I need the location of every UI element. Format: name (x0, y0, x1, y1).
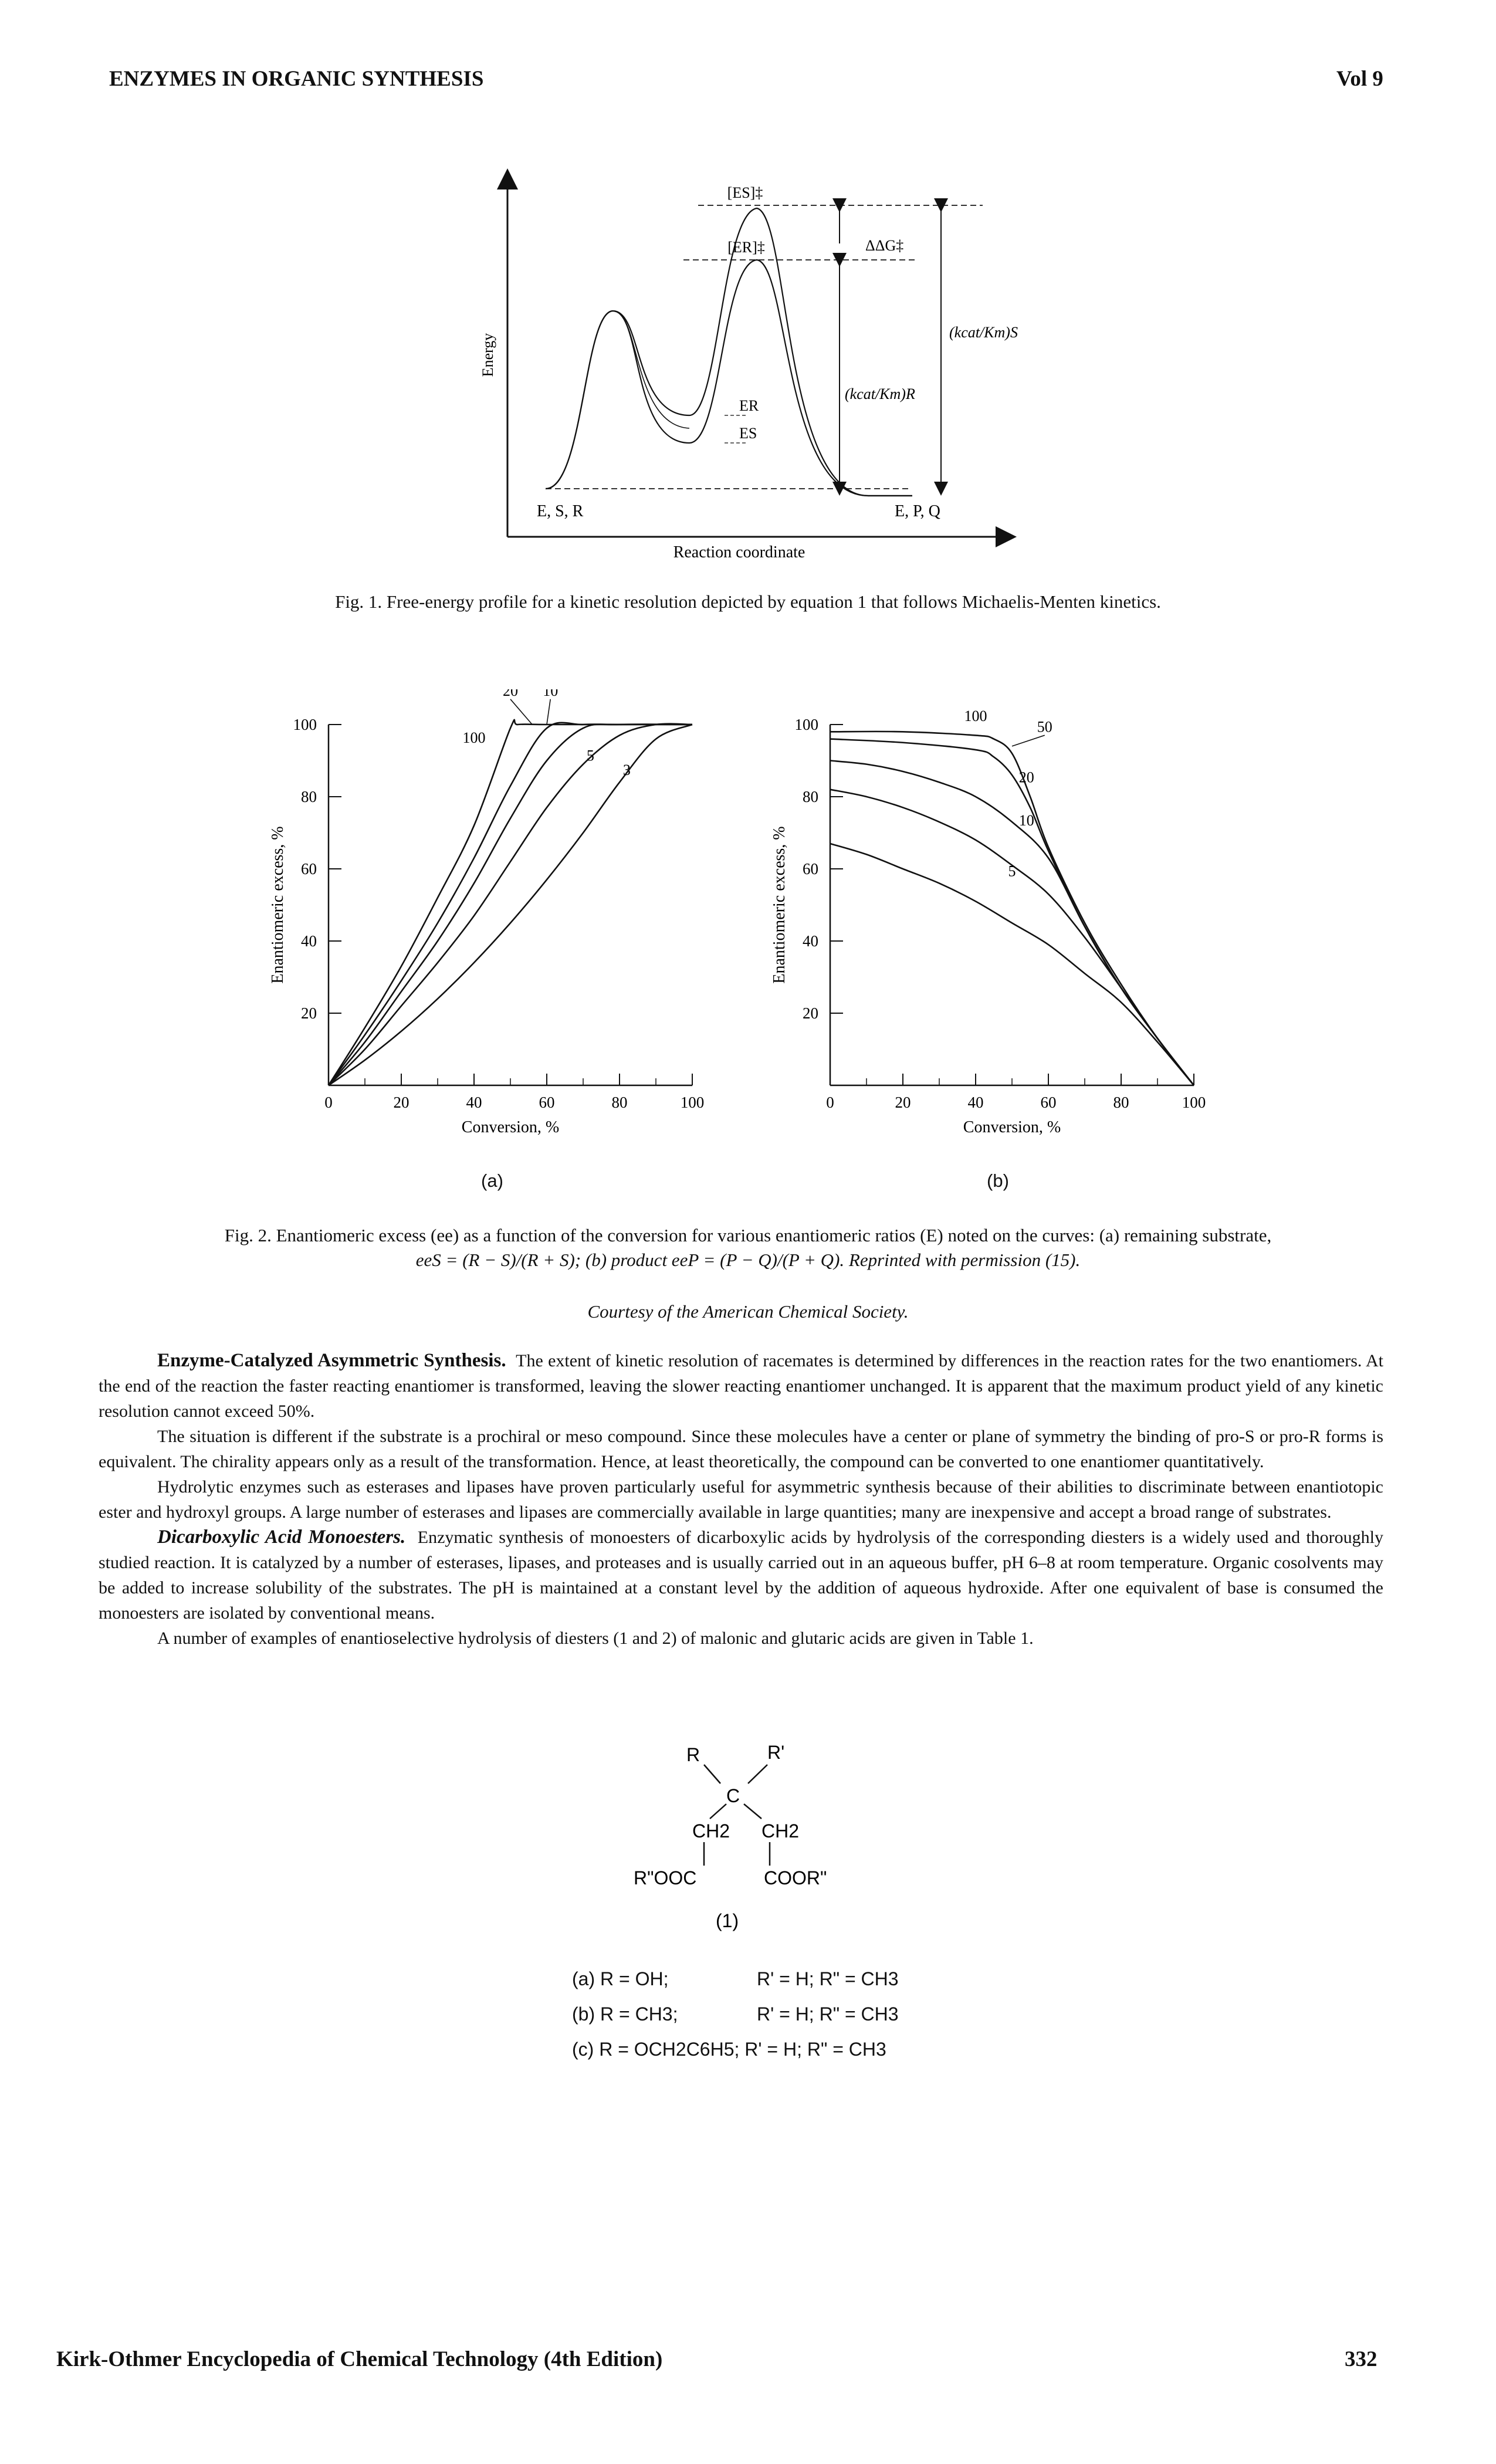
y-tick-label: 40 (803, 932, 818, 950)
y-tick-label: 80 (803, 788, 818, 805)
x-tick-label: 20 (895, 1094, 911, 1111)
panel-b-label: (b) (987, 1170, 1009, 1191)
y-tick-label: 80 (301, 788, 317, 805)
y-tick-label: 40 (301, 932, 317, 950)
series-label-E-5: 5 (1008, 862, 1016, 879)
paragraph-5: A number of examples of enantioselective… (157, 1629, 1034, 1648)
figure-1-energy-diagram: Energy Reaction coordinate [ES]‡ [ER]‡ Δ… (479, 168, 1018, 561)
x-tick-label: 0 (826, 1094, 834, 1111)
y-tick-label: 60 (803, 860, 818, 878)
courtesy-note: Courtesy of the American Chemical Societ… (587, 1301, 909, 1322)
compound-number: (1) (716, 1910, 739, 1931)
x-tick-label: 60 (1041, 1094, 1057, 1111)
section-heading-monoesters: Dicarboxylic Acid Monoesters. (157, 1527, 406, 1548)
variant-b-substituents: R' = H; R" = CH3 (757, 2003, 899, 2025)
x-tick-label: 80 (612, 1094, 628, 1111)
series-label-E-3: 3 (623, 761, 631, 779)
figure-2-caption: Fig. 2. Enantiomeric excess (ee) as a fu… (147, 1223, 1349, 1272)
structure-1-diagram: R R' C CH2 CH2 R"OOC COOR" (1) (634, 1742, 827, 1931)
structure-variant-a: (a) R = OH; R' = H; R" = CH3 (572, 1968, 899, 1990)
x-tick-label: 60 (539, 1094, 555, 1111)
kcat-km-r-label: (kcat/Km)R (845, 385, 915, 402)
y-tick-label: 100 (795, 716, 819, 733)
paragraph-4-text: Enzymatic synthesis of monoesters of dic… (99, 1528, 1384, 1623)
series-label-leader-E-20 (510, 699, 533, 725)
delta-delta-g-label: ΔΔG‡ (865, 237, 903, 254)
right-ester-group: COOR" (764, 1867, 827, 1888)
substituent-r: R (686, 1744, 700, 1765)
series-label-E-20: 20 (1019, 769, 1034, 786)
running-header-volume: Vol 9 (1336, 67, 1383, 91)
series-label-E-100: 100 (964, 708, 987, 725)
series-label-E-20: 20 (503, 689, 518, 699)
series-line-E-20 (327, 722, 692, 1086)
series-line-E-5 (328, 723, 693, 1086)
series-line-E-100 (327, 719, 692, 1086)
kcat-km-s-label: (kcat/Km)S (949, 324, 1018, 341)
left-ester-group: R"OOC (634, 1867, 696, 1888)
series-line-E-100 (830, 730, 1195, 1086)
x-tick-label: 100 (681, 1094, 705, 1111)
x-tick-label: 80 (1113, 1094, 1129, 1111)
variant-b-r: (b) R = CH3; (572, 2003, 678, 2025)
substituent-r-prime: R' (767, 1742, 784, 1763)
series-line-E-5 (830, 842, 1194, 1086)
series-label-E-10: 10 (543, 689, 558, 699)
x-tick-label: 100 (1182, 1094, 1206, 1111)
reactants-label: E, S, R (537, 502, 584, 520)
y-tick-label: 60 (301, 860, 317, 878)
figure-1-caption: Fig. 1. Free-energy profile for a kineti… (335, 591, 1161, 612)
es-transition-state-label: [ES]‡ (727, 184, 763, 201)
er-transition-state-label: [ER]‡ (727, 239, 765, 256)
figure-2-caption-line-1: Fig. 2. Enantiomeric excess (ee) as a fu… (224, 1225, 1272, 1245)
paragraph-4: Dicarboxylic Acid Monoesters. Enzymatic … (99, 1525, 1383, 1626)
series-label-leader-E-10 (546, 699, 551, 725)
series-line-E-50 (830, 738, 1195, 1086)
er-intermediate-label: ER (739, 397, 759, 414)
x-tick-label: 20 (394, 1094, 409, 1111)
footer-source-title: Kirk-Othmer Encyclopedia of Chemical Tec… (56, 2347, 663, 2371)
x-tick-label: 40 (968, 1094, 984, 1111)
running-header-title: ENZYMES IN ORGANIC SYNTHESIS (109, 67, 484, 91)
y-tick-label: 20 (803, 1004, 818, 1022)
x-axis-label: Conversion, % (462, 1118, 559, 1136)
x-tick-label: 0 (324, 1094, 333, 1111)
y-axis-label: Enantiomeric excess, % (270, 826, 287, 983)
series-line-E-10 (328, 723, 693, 1086)
series-label-E-50: 50 (1037, 718, 1052, 735)
series-line-E-3 (328, 723, 693, 1087)
series-label-leader-E-50 (1011, 735, 1045, 747)
article-body: Enzyme-Catalyzed Asymmetric Synthesis. T… (99, 1348, 1383, 1651)
paragraph-2: The situation is different if the substr… (99, 1427, 1383, 1471)
series-label-E-100: 100 (463, 729, 486, 746)
x-tick-label: 40 (466, 1094, 482, 1111)
figure-2-caption-line-2: eeS = (R − S)/(R + S); (b) product eeP =… (415, 1250, 1081, 1270)
section-heading-asymmetric-synthesis: Enzyme-Catalyzed Asymmetric Synthesis. (157, 1350, 506, 1371)
variant-a-substituents: R' = H; R" = CH3 (757, 1968, 899, 1989)
y-axis-label: Enantiomeric excess, % (771, 826, 788, 983)
structure-variant-c: (c) R = OCH2C6H5; R' = H; R" = CH3 (572, 2039, 886, 2060)
central-carbon: C (726, 1785, 740, 1806)
right-ch2: CH2 (761, 1820, 799, 1842)
left-ch2: CH2 (692, 1820, 730, 1842)
footer-page-number: 332 (1345, 2347, 1377, 2371)
series-label-E-5: 5 (587, 747, 594, 764)
variant-a-r: (a) R = OH; (572, 1968, 669, 1989)
es-intermediate-label: ES (739, 425, 757, 442)
y-tick-label: 100 (293, 716, 317, 733)
paragraph-3: Hydrolytic enzymes such as esterases and… (99, 1477, 1383, 1522)
paragraph-1: Enzyme-Catalyzed Asymmetric Synthesis. T… (99, 1348, 1383, 1424)
paragraph-1-text: The extent of kinetic resolution of race… (99, 1351, 1383, 1421)
panel-a-label: (a) (481, 1170, 503, 1191)
series-label-E-10: 10 (1019, 812, 1034, 829)
energy-axis-label: Energy (479, 333, 496, 377)
structure-variant-b: (b) R = CH3; R' = H; R" = CH3 (572, 2003, 899, 2025)
reaction-coordinate-label: Reaction coordinate (673, 543, 805, 561)
x-axis-label: Conversion, % (963, 1118, 1061, 1136)
y-tick-label: 20 (301, 1004, 317, 1022)
series-line-E-10 (830, 788, 1195, 1086)
products-label: E, P, Q (895, 502, 940, 520)
